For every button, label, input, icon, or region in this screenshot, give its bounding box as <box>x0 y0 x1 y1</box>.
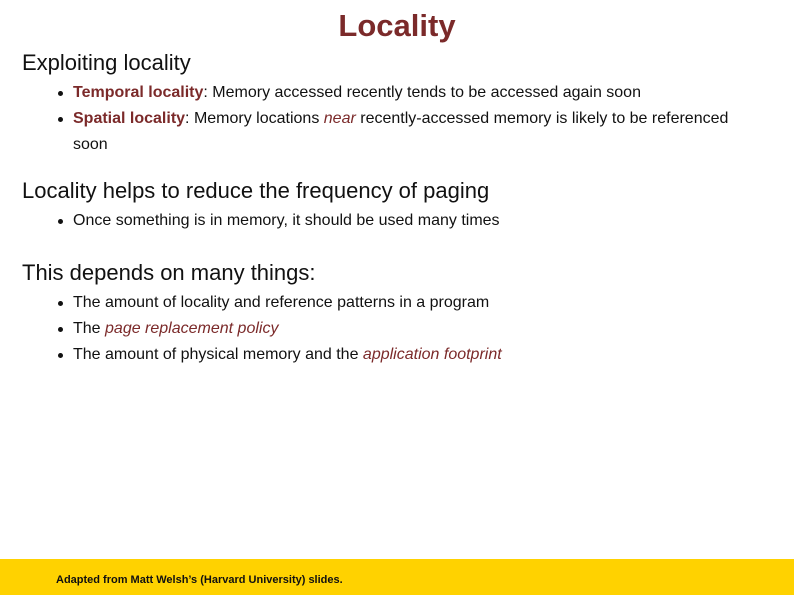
bullet-physical-memory: The amount of physical memory and the ap… <box>56 342 756 368</box>
bullet-text: recently-accessed memory is likely to be… <box>73 110 729 153</box>
bullet-temporal-locality: Temporal locality: Memory accessed recen… <box>56 80 756 106</box>
section-heading-exploiting-locality: Exploiting locality <box>22 50 191 75</box>
bullet-text: The <box>73 320 106 337</box>
emphasis-near: near <box>323 110 356 127</box>
section-heading-depends-on: This depends on many things: <box>22 260 316 285</box>
footer-bar: Adapted from Matt Welsh’s (Harvard Unive… <box>0 559 794 595</box>
term-separator: : <box>203 84 213 101</box>
bullet-dot-icon <box>58 219 63 224</box>
slide-title: Locality <box>338 8 456 43</box>
bullet-text: The amount of physical memory and the <box>73 346 363 363</box>
bullet-page-replacement: The page replacement policy <box>56 316 756 342</box>
bullet-amount-of-locality: The amount of locality and reference pat… <box>56 290 756 316</box>
footer-credit: Adapted from Matt Welsh’s (Harvard Unive… <box>56 574 343 586</box>
emphasis-application-footprint: application footprint <box>362 346 502 363</box>
bullet-dot-icon <box>58 353 63 358</box>
bullet-dot-icon <box>58 327 63 332</box>
bullet-dot-icon <box>58 301 63 306</box>
bullet-once-in-memory: Once something is in memory, it should b… <box>56 208 756 234</box>
bullet-list-locality-helps: Once something is in memory, it should b… <box>56 208 756 234</box>
bullet-dot-icon <box>58 91 63 96</box>
section-heading-locality-helps: Locality helps to reduce the frequency o… <box>22 178 490 203</box>
bullet-text: The amount of locality and reference pat… <box>73 294 490 311</box>
term-temporal-locality: Temporal locality <box>73 84 204 101</box>
bullet-text: Once something is in memory, it should b… <box>73 212 500 229</box>
bullet-list-depends-on: The amount of locality and reference pat… <box>56 290 756 368</box>
bullet-dot-icon <box>58 117 63 122</box>
emphasis-page-replacement-policy: page replacement policy <box>105 320 279 337</box>
bullet-text: Memory locations <box>193 110 324 127</box>
term-spatial-locality: Spatial locality <box>73 110 186 127</box>
term-separator: : <box>185 110 194 127</box>
bullet-text: Memory accessed recently tends to be acc… <box>212 84 641 101</box>
bullet-list-exploiting-locality: Temporal locality: Memory accessed recen… <box>56 80 756 158</box>
bullet-spatial-locality: Spatial locality: Memory locations near … <box>56 106 756 158</box>
